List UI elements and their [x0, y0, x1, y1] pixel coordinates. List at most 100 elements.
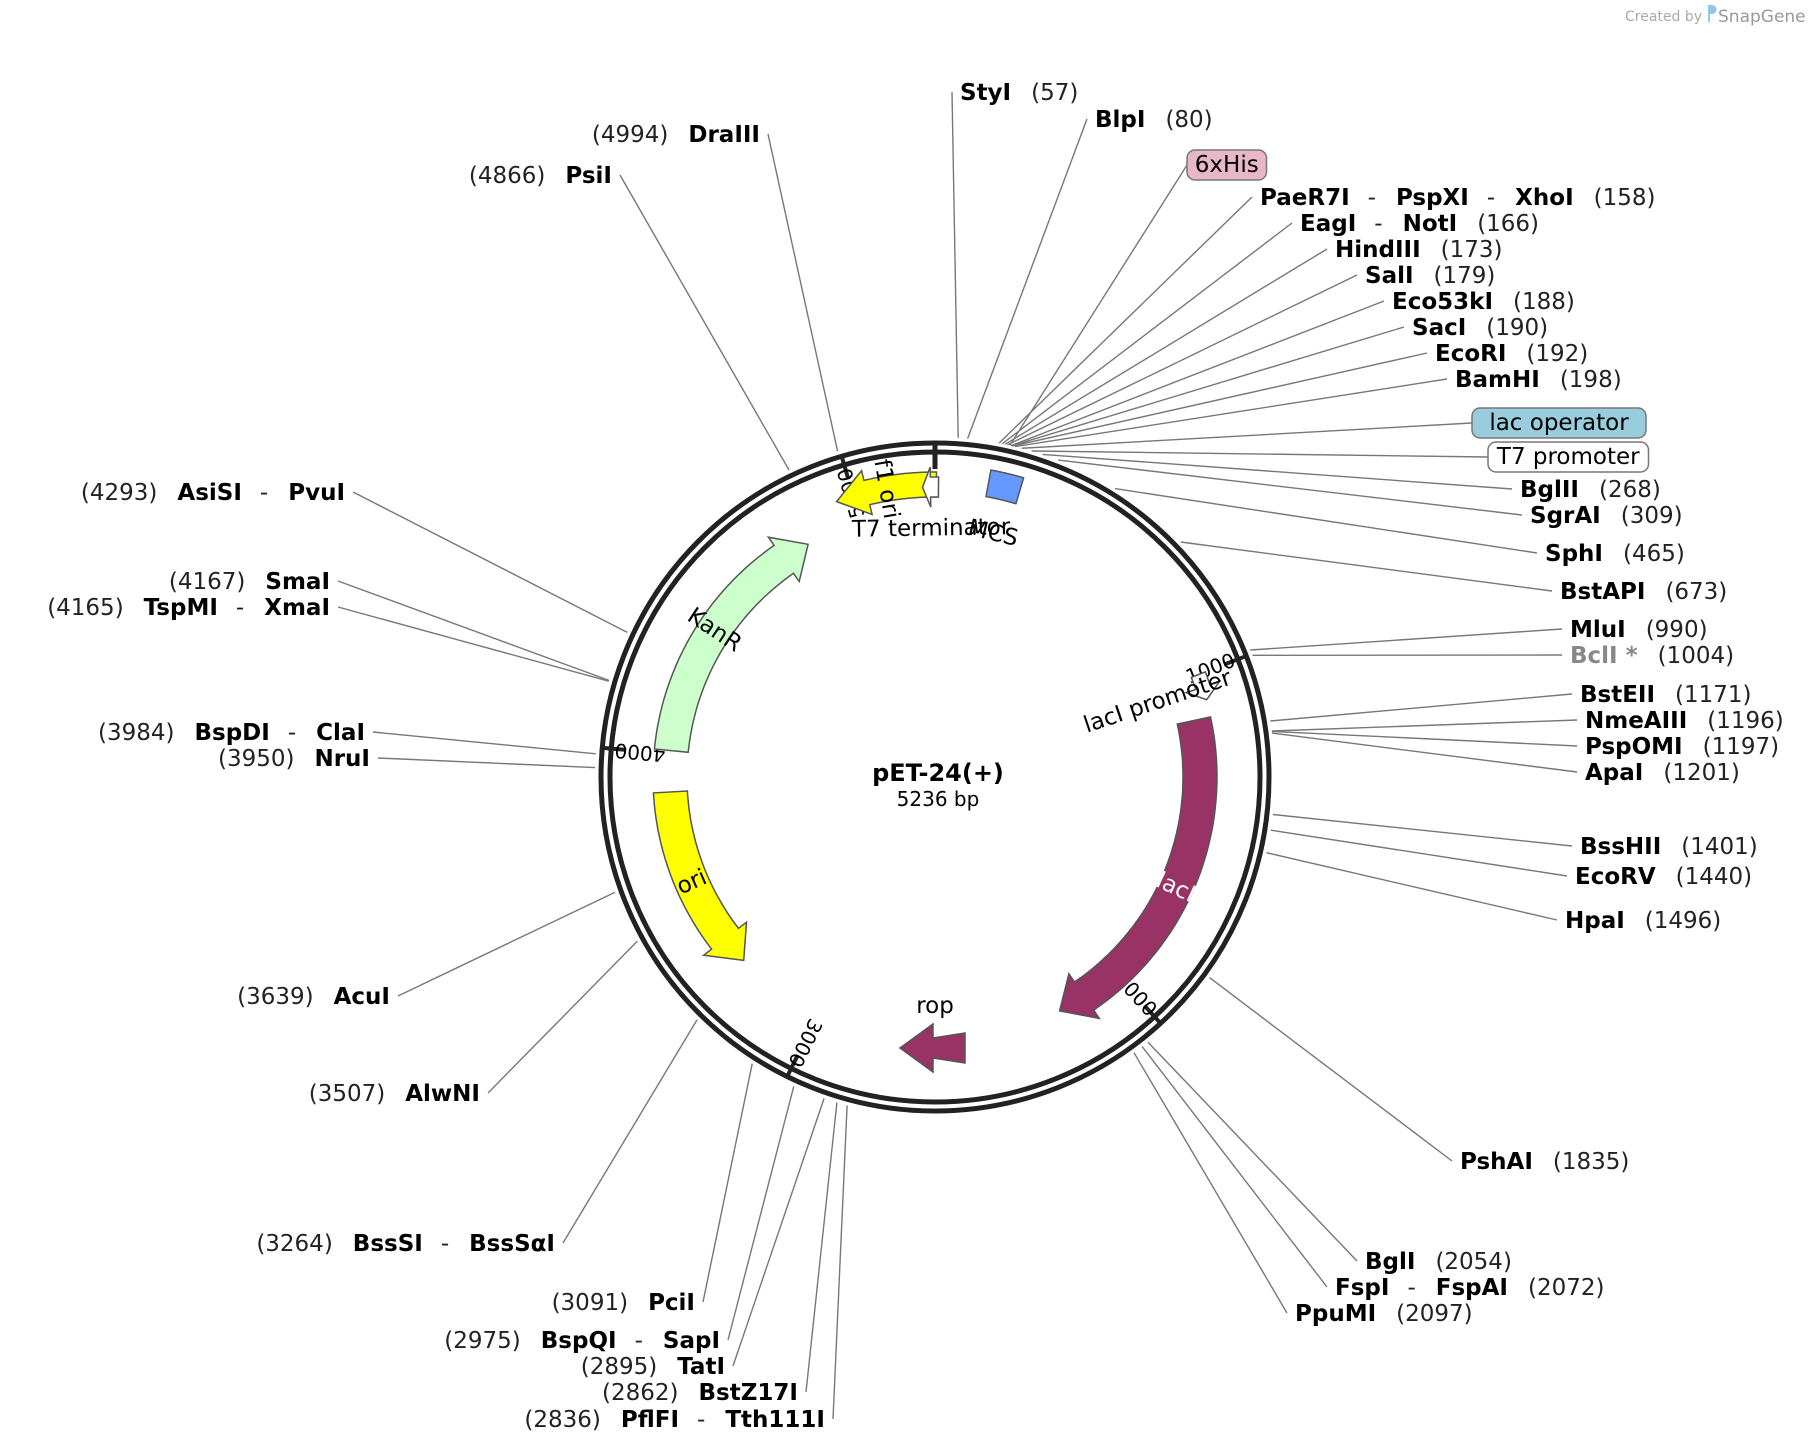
site-label-part: BclI *: [1570, 643, 1638, 669]
site-label-psii[interactable]: (4866)PsiI: [469, 163, 612, 189]
feature-arrow-rop[interactable]: [898, 1022, 966, 1074]
site-label-part: -: [697, 1407, 705, 1433]
site-label-sgrai[interactable]: SgrAI(309): [1530, 503, 1683, 529]
leader-line-draiii: [767, 133, 839, 452]
site-label-part: -: [236, 595, 244, 621]
site-label-bgli[interactable]: BglI(2054): [1365, 1249, 1512, 1275]
site-label-blpi[interactable]: BlpI(80): [1095, 107, 1213, 133]
site-label-part: (192): [1526, 341, 1588, 367]
site-label-saci[interactable]: SacI(190): [1412, 315, 1548, 341]
site-label-draiii[interactable]: (4994)DraIII: [592, 122, 760, 148]
site-label-part: (1401): [1681, 834, 1757, 860]
leader-line-tati: [732, 1098, 825, 1367]
site-label-part: EagI: [1300, 211, 1356, 237]
leader-line-hindiii: [1004, 248, 1328, 445]
callout-box-lac-operator[interactable]: [1471, 407, 1647, 439]
site-label-part: PciI: [648, 1290, 695, 1316]
site-label-pshai[interactable]: PshAI(1835): [1460, 1149, 1629, 1175]
site-label-part: (309): [1621, 503, 1683, 529]
callout-box-6xhis[interactable]: [1186, 149, 1268, 181]
site-label-bspdi[interactable]: (3984)BspDI-ClaI: [98, 720, 365, 746]
tick-2000: [1142, 1004, 1161, 1024]
site-label-bsshii[interactable]: BssHII(1401): [1580, 834, 1758, 860]
site-label-sphi[interactable]: SphI(465): [1545, 541, 1685, 567]
site-label-bstz17i[interactable]: (2862)BstZ17I: [602, 1380, 798, 1406]
site-label-part: (2072): [1528, 1275, 1604, 1301]
site-label-eco53ki[interactable]: Eco53kI(188): [1392, 289, 1575, 315]
feature-arrow-t7-terminator[interactable]: [921, 466, 940, 508]
leader-line-acui: [397, 891, 616, 997]
site-label-bstapi[interactable]: BstAPI(673): [1560, 579, 1727, 605]
leader-line-saci: [1011, 326, 1405, 447]
site-label-part: (2975): [444, 1328, 520, 1354]
site-label-ecorv[interactable]: EcoRV(1440): [1575, 864, 1752, 890]
site-label-part: PshAI: [1460, 1149, 1533, 1175]
leader-line-bsssi: [562, 1019, 698, 1244]
site-label-styi[interactable]: StyI(57): [960, 80, 1078, 106]
site-label-alwni[interactable]: (3507)AlwNI: [309, 1081, 480, 1107]
site-label-tspmi[interactable]: (4165)TspMI-XmaI: [47, 595, 330, 621]
site-label-part: (4994): [592, 122, 668, 148]
site-label-part: ApaI: [1585, 760, 1643, 786]
feature-arrow-ori[interactable]: [652, 790, 748, 962]
site-label-paer7i[interactable]: PaeR7I-PspXI-XhoI(158): [1260, 185, 1656, 211]
leader-line-apai: [1272, 732, 1578, 773]
site-label-part: (1197): [1703, 734, 1779, 760]
leader-line-smai: [337, 580, 610, 682]
site-label-bcli[interactable]: BclI *(1004): [1570, 643, 1734, 669]
site-label-ppumi[interactable]: PpuMI (2097): [1295, 1301, 1473, 1327]
site-label-asisi[interactable]: (4293)AsiSI-PvuI: [81, 480, 345, 506]
leader-line-bstapi: [1180, 541, 1553, 592]
site-label-acui[interactable]: (3639) AcuI: [237, 984, 390, 1010]
site-label-pflfi[interactable]: (2836)PflFI-Tth111I: [524, 1407, 825, 1433]
site-label-mlui[interactable]: MluI(990): [1570, 617, 1708, 643]
site-label-bsteii[interactable]: BstEII(1171): [1580, 682, 1752, 708]
site-label-bspqi[interactable]: (2975)BspQI-SapI: [444, 1328, 720, 1354]
site-label-ecori[interactable]: EcoRI(192): [1435, 341, 1588, 367]
leader-line-bamhi: [1014, 378, 1448, 448]
site-label-hindiii[interactable]: HindIII(173): [1335, 237, 1503, 263]
site-label-hpai[interactable]: HpaI(1496): [1565, 908, 1721, 934]
site-label-sali[interactable]: SalI(179): [1365, 263, 1495, 289]
site-label-nrui[interactable]: (3950)NruI: [218, 746, 370, 772]
site-label-part: TspMI: [144, 595, 218, 621]
site-label-fspi[interactable]: FspI-FspAI(2072): [1335, 1275, 1604, 1301]
site-label-apai[interactable]: ApaI(1201): [1585, 760, 1740, 786]
feature-arrow-mcs[interactable]: [985, 469, 1025, 505]
site-label-part: PspOMI: [1585, 734, 1683, 760]
leader-line-6xhis: [1009, 164, 1188, 446]
feature-label-mcs: MCS: [965, 515, 1020, 552]
callout-box-t7-promoter[interactable]: [1487, 441, 1650, 473]
site-label-bglii[interactable]: BglII(268): [1520, 477, 1661, 503]
site-label-part: (673): [1665, 579, 1727, 605]
site-label-tati[interactable]: (2895)TatI: [581, 1354, 725, 1380]
site-label-part: PpuMI: [1295, 1301, 1376, 1327]
site-label-pcii[interactable]: (3091)PciI: [552, 1290, 695, 1316]
leader-line-pshai: [1209, 977, 1453, 1162]
site-label-bamhi[interactable]: BamHI(198): [1455, 367, 1622, 393]
leader-line-pspomi: [1271, 730, 1578, 747]
credit-brand[interactable]: SnapGene: [1718, 7, 1806, 27]
leader-line-bspqi: [727, 1086, 795, 1341]
site-label-part: (3639): [237, 984, 313, 1010]
site-label-eagi[interactable]: EagI-NotI(166): [1300, 211, 1539, 237]
feature-arrow-laci-promoter[interactable]: [1183, 670, 1222, 701]
leader-line-blpi: [966, 118, 1088, 439]
feature-arrow-laci[interactable]: [1058, 716, 1218, 1020]
site-label-part: BssSI: [353, 1231, 423, 1257]
site-label-smai[interactable]: (4167)SmaI: [169, 569, 330, 595]
leader-line-bsshii: [1272, 813, 1573, 847]
site-label-pspomi[interactable]: PspOMI (1197): [1585, 734, 1779, 760]
feature-label-rop: rop: [916, 993, 954, 1019]
site-label-part: (2097): [1396, 1301, 1472, 1327]
site-label-nmeaiii[interactable]: NmeAIII(1196): [1585, 708, 1784, 734]
site-label-bsssi[interactable]: (3264)BssSI-BssSαI: [256, 1231, 555, 1257]
site-label-part: BlpI: [1095, 107, 1145, 133]
plasmid-size: 5236 bp: [897, 787, 980, 811]
leader-line-asisi: [352, 491, 628, 634]
site-label-part: AcuI: [334, 984, 390, 1010]
restriction-site-labels: StyI(57) BlpI(80) PaeR7I-PspXI-XhoI(158)Ea…: [47, 80, 1784, 1433]
feature-arrow-kanr[interactable]: [653, 536, 810, 754]
site-label-part: AlwNI: [405, 1081, 480, 1107]
feature-label-f1-ori: f1 ori: [868, 457, 904, 520]
